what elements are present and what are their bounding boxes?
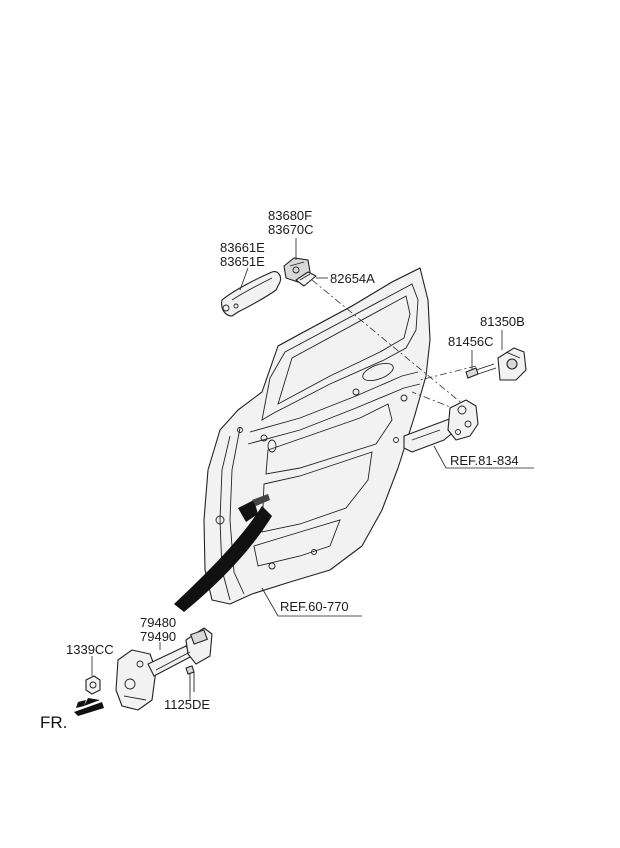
door-striker xyxy=(497,347,527,381)
hex-nut xyxy=(85,675,101,695)
part-label-79490: 79490 xyxy=(140,629,176,644)
part-labels: 83680F 83670C 83661E 83651E 82654A 81350… xyxy=(66,208,525,712)
part-label-83661E: 83661E xyxy=(220,240,265,255)
leader-lines xyxy=(91,238,534,700)
ref-label-60-770: REF.60-770 xyxy=(280,599,349,614)
part-label-1125DE: 1125DE xyxy=(164,697,210,712)
hex-bolt xyxy=(185,665,195,694)
outside-handle xyxy=(221,271,282,317)
front-direction-indicator: FR. xyxy=(40,698,104,732)
part-label-81456C: 81456C xyxy=(448,334,494,349)
door-check-link xyxy=(115,627,213,711)
part-label-83680F: 83680F xyxy=(268,208,312,223)
striker-screw xyxy=(465,363,497,379)
part-label-83651E: 83651E xyxy=(220,254,265,269)
handle-gasket xyxy=(295,271,317,287)
assembly-lines xyxy=(311,279,477,411)
assembly-arrow xyxy=(174,506,272,612)
part-label-82654A: 82654A xyxy=(330,271,375,286)
part-label-79480: 79480 xyxy=(140,615,176,630)
part-label-81350B: 81350B xyxy=(480,314,525,329)
door-latch xyxy=(403,399,479,453)
front-label: FR. xyxy=(40,713,67,732)
ref-label-81-834: REF.81-834 xyxy=(450,453,519,468)
part-label-83670C: 83670C xyxy=(268,222,314,237)
part-label-1339CC: 1339CC xyxy=(66,642,114,657)
front-arrow-icon xyxy=(76,698,100,708)
